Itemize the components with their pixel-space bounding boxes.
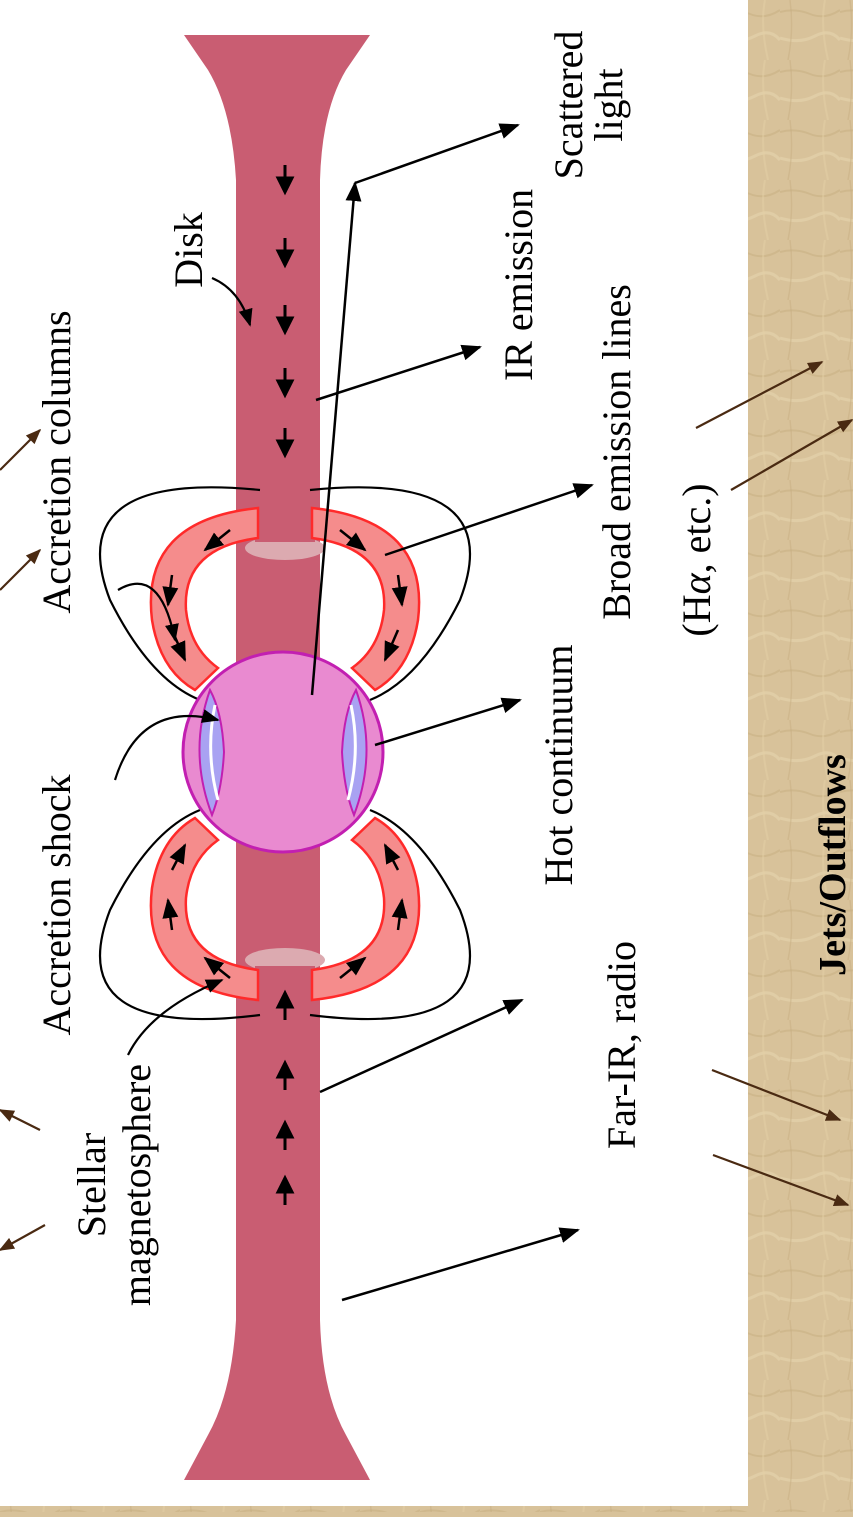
label-scattered: Scattered [546, 31, 591, 180]
label-accretion-shock: Accretion shock [34, 774, 79, 1035]
label-far-ir-radio: Far-IR, radio [599, 941, 644, 1149]
label-broad-emission-lines: Broad emission lines [594, 284, 639, 620]
label-light: light [586, 68, 631, 141]
label-h-alpha: (Hα, etc.) [674, 483, 719, 636]
label-accretion-columns: Accretion columns [34, 310, 79, 613]
label-stellar: Stellar [69, 1133, 114, 1237]
label-magnetosphere: magnetosphere [114, 1064, 159, 1306]
label-ir-emission: IR emission [496, 189, 541, 381]
central-star [183, 652, 383, 852]
label-disk: Disk [166, 212, 211, 288]
label-jets-outflows: Jets/Outflows [812, 754, 853, 976]
label-hot-continuum: Hot continuum [536, 644, 581, 885]
